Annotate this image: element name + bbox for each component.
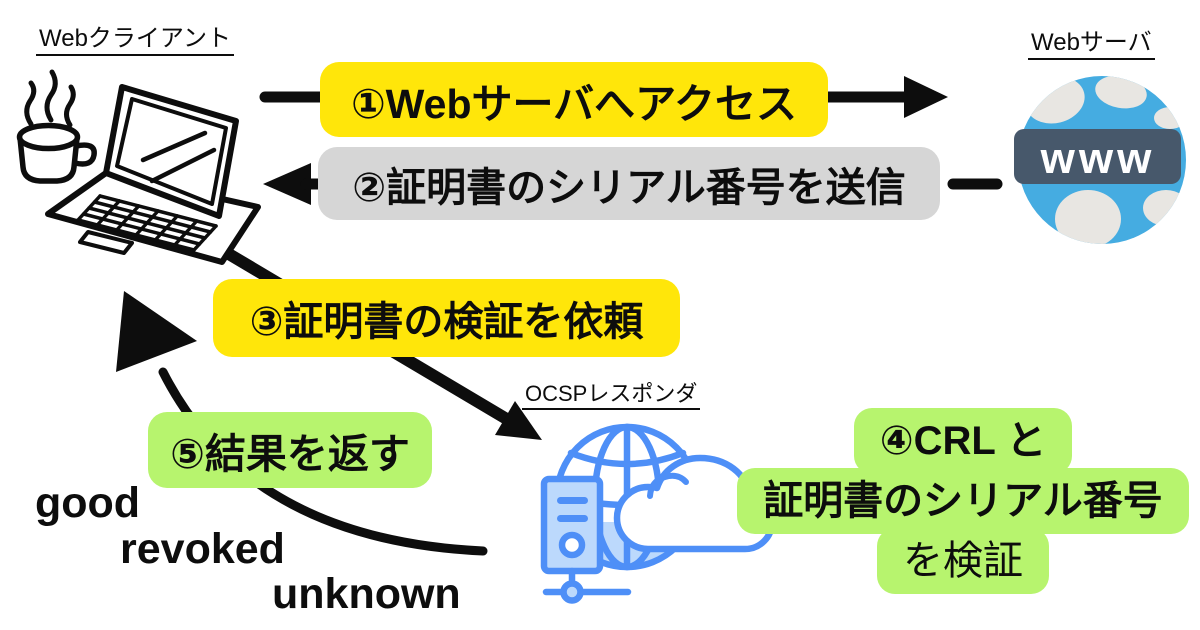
step1-access-web-server: ①Webサーバへアクセス xyxy=(320,62,828,137)
result-unknown: unknown xyxy=(272,570,461,618)
step4-line1: ④CRL と xyxy=(853,408,1073,474)
step2-send-certificate-serial: ②証明書のシリアル番号を送信 xyxy=(318,147,940,220)
step4-line2: 証明書のシリアル番号 xyxy=(737,468,1189,534)
laptop-keyboard xyxy=(76,194,218,252)
www-banner-text: www xyxy=(1040,134,1156,183)
ocsp-responder-label: OCSPレスポンダ xyxy=(522,381,701,411)
result-revoked: revoked xyxy=(120,525,285,573)
web-client-label: Webクライアント xyxy=(36,25,234,57)
step3-request-certificate-verification: ③証明書の検証を依頼 xyxy=(213,279,680,357)
coffee-cup-icon xyxy=(16,69,97,184)
step4-line3: を検証 xyxy=(877,528,1049,594)
result-good: good xyxy=(35,479,141,527)
web-server-label: Webサーバ xyxy=(1028,29,1155,61)
www-globe-icon: www xyxy=(1014,76,1186,244)
ocsp-network-icon xyxy=(542,567,632,604)
www-banner xyxy=(1014,129,1181,184)
laptop-icon xyxy=(45,84,261,265)
ocsp-responder-icon xyxy=(540,423,776,604)
globe-continents xyxy=(1025,76,1186,244)
laptop-trackpad xyxy=(78,230,134,255)
step5-return-result: ⑤結果を返す xyxy=(148,412,432,488)
step4-verify-crl-and-serial: ④CRL と 証明書のシリアル番号 を検証 xyxy=(713,408,1200,594)
ocsp-server-icon xyxy=(540,475,604,575)
